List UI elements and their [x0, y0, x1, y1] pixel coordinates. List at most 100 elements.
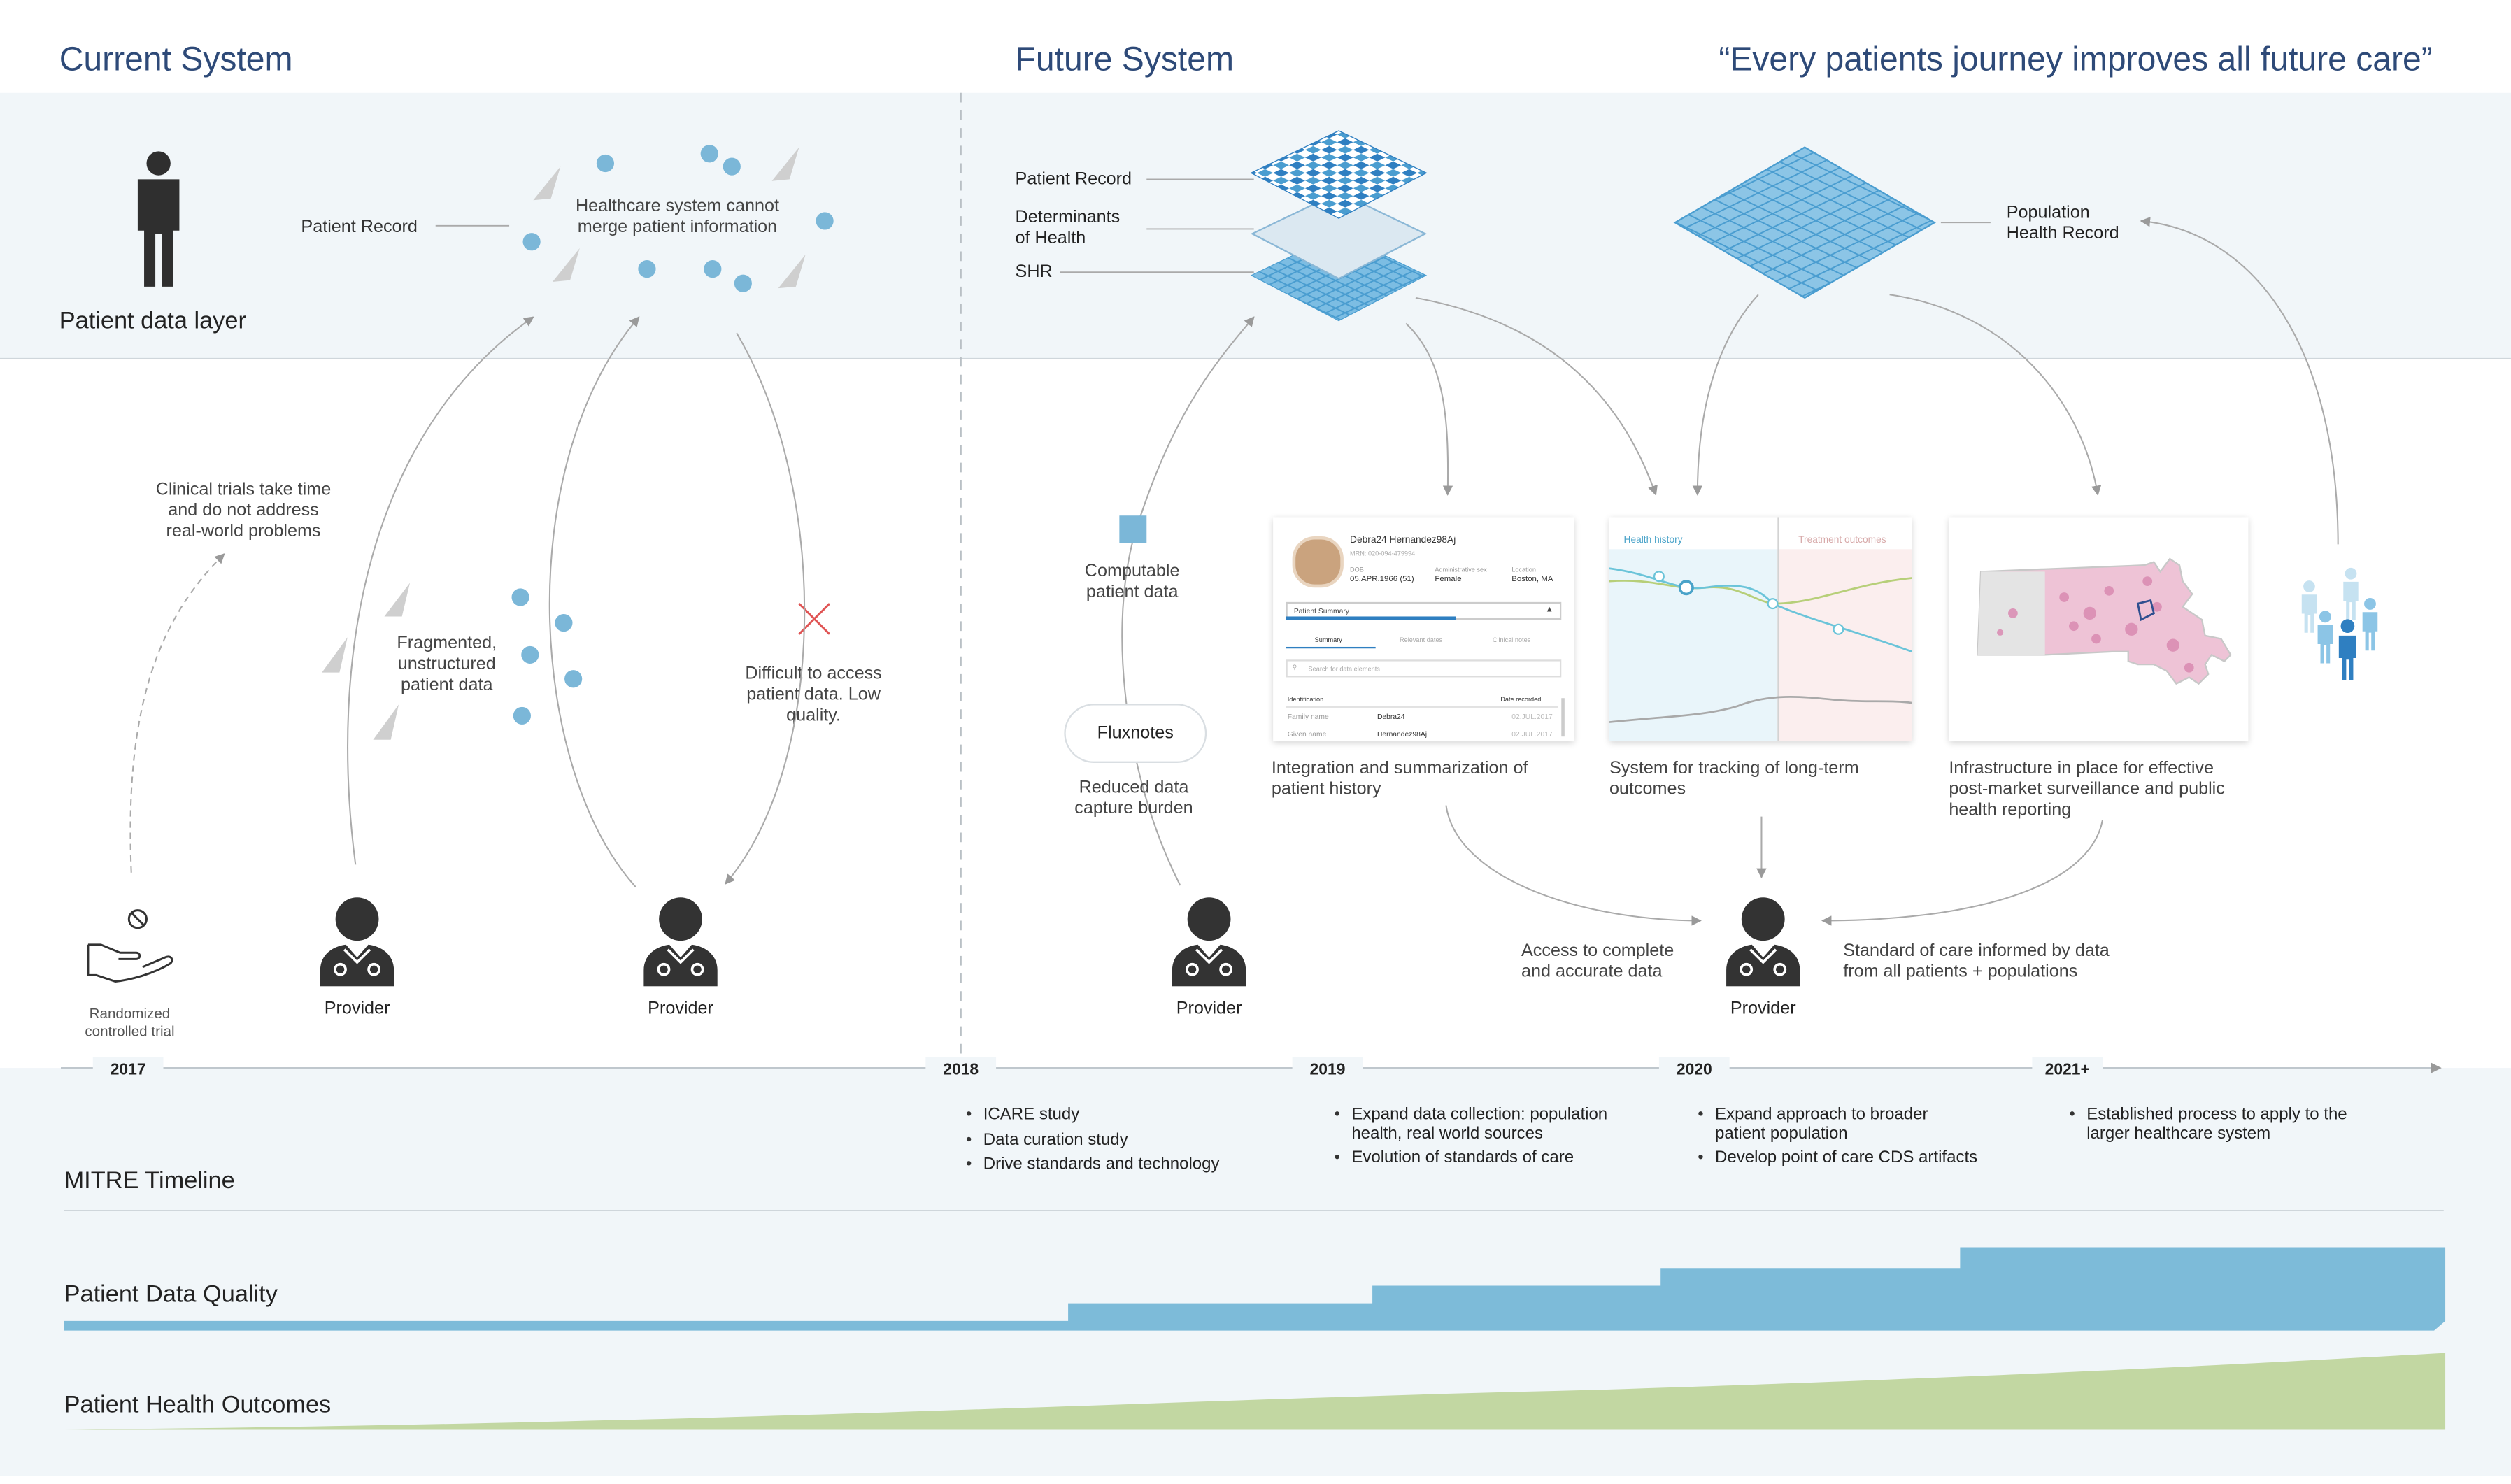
- column-identification: Identification: [1287, 694, 1324, 704]
- fragmented-note-line1: Fragmented,: [397, 633, 497, 652]
- timeline-bullet-text: patient population: [1715, 1124, 1848, 1143]
- timeline-bullet-text: ICARE study: [983, 1104, 1079, 1123]
- patient-mrn: MRN: 020-094-479994: [1350, 549, 1416, 557]
- patient-name: Debra24 Hernandez98Aj: [1350, 536, 1456, 546]
- population-record-line1: Population: [2007, 202, 2090, 222]
- rct-label-line1: Randomized: [90, 1006, 171, 1022]
- timeline-bullet-text: Expand approach to broader: [1715, 1104, 1928, 1123]
- tracking-caption-line2: outcomes: [1609, 779, 1686, 799]
- state-map: [1977, 557, 2232, 685]
- patient-icon: [137, 151, 180, 287]
- sex-label: Administrative sex: [1435, 565, 1487, 573]
- provider-icon: [1171, 897, 1248, 987]
- search-placeholder: Search for data elements: [1308, 664, 1380, 673]
- bullet-dot: [1698, 1111, 1703, 1116]
- timeline-bullet-text: larger healthcare system: [2086, 1124, 2270, 1143]
- provider-label: Provider: [325, 998, 390, 1018]
- standard-note-line1: Standard of care informed by data: [1843, 941, 2110, 960]
- timeline-year-label: 2020: [1677, 1060, 1712, 1078]
- location-label: Location: [1511, 565, 1536, 573]
- row-field: Given name: [1287, 730, 1327, 739]
- current-flow-arrows: [347, 316, 806, 888]
- tab-summary[interactable]: Summary: [1314, 635, 1342, 644]
- computable-data-square: [1119, 515, 1147, 543]
- provider-label: Provider: [1176, 998, 1242, 1018]
- mitre-timeline-label: MITRE Timeline: [64, 1167, 235, 1194]
- provider-label: Provider: [1730, 998, 1796, 1018]
- provider-icon: [319, 897, 396, 987]
- provider-icon: [642, 897, 719, 987]
- column-date-recorded: Date recorded: [1500, 694, 1542, 704]
- bullet-dot: [1335, 1154, 1339, 1160]
- rct-dashed-arrow: [129, 553, 225, 873]
- timeline-bullet-text: Develop point of care CDS artifacts: [1715, 1148, 1977, 1166]
- bullet-dot: [2070, 1111, 2075, 1116]
- chevron-down-icon: ▲: [1545, 605, 1553, 615]
- timeline-bullet-text: Evolution of standards of care: [1351, 1148, 1574, 1166]
- surveillance-map-card: [1949, 517, 2249, 742]
- timeline-bullet-text: Drive standards and technology: [983, 1154, 1220, 1173]
- clinical-trials-note-line2: and do not address: [168, 500, 319, 520]
- outcome-curves: [1609, 567, 1912, 723]
- bullet-dot: [966, 1111, 972, 1116]
- layer-label-shr: SHR: [1016, 262, 1053, 281]
- infrastructure-caption-line1: Infrastructure in place for effective: [1949, 758, 2214, 778]
- timeline-year-label: 2018: [943, 1060, 979, 1078]
- access-note-line2: and accurate data: [1521, 962, 1663, 981]
- location-value: Boston, MA: [1511, 574, 1553, 585]
- timeline-bullet-text: Established process to apply to the: [2086, 1104, 2347, 1123]
- data-search-input[interactable]: ⚲ Search for data elements: [1286, 659, 1562, 678]
- provider-icon: [1725, 897, 1802, 987]
- fluxnotes-label: Fluxnotes: [1097, 722, 1174, 742]
- vision-quote: “Every patients journey improves all fut…: [1719, 41, 2432, 78]
- layer-label-patient-record: Patient Record: [1016, 169, 1132, 188]
- fragmented-note-line3: patient data: [401, 675, 493, 694]
- standard-note-line2: from all patients + populations: [1843, 962, 2077, 981]
- patient-summary-card: Debra24 Hernandez98Aj MRN: 020-094-47999…: [1273, 517, 1574, 742]
- tab-clinical-notes[interactable]: Clinical notes: [1492, 635, 1531, 644]
- provider-label: Provider: [648, 998, 713, 1018]
- treatment-outcomes-label: Treatment outcomes: [1798, 536, 1886, 546]
- rct-label-line2: controlled trial: [85, 1023, 174, 1039]
- current-system-title: Current System: [59, 41, 293, 78]
- fragmented-note-line2: unstructured: [398, 654, 496, 673]
- population-people-icon: [2301, 567, 2378, 681]
- population-health-record-plane: [1673, 146, 1936, 299]
- patient-health-outcomes-label: Patient Health Outcomes: [64, 1391, 332, 1418]
- rct-hand-icon: [87, 909, 173, 983]
- access-note-line1: Access to complete: [1521, 941, 1674, 960]
- patient-health-outcomes-area: [64, 1353, 2446, 1430]
- scattered-records-cluster: [522, 145, 834, 292]
- integration-caption-line1: Integration and summarization of: [1272, 758, 1529, 778]
- row-date: 02.JUL.2017: [1511, 730, 1553, 739]
- patient-record-label: Patient Record: [301, 217, 418, 236]
- tracking-caption-line1: System for tracking of long-term: [1609, 758, 1859, 778]
- layer-label-determinants: Determinants: [1016, 207, 1121, 227]
- outcome-tracking-card: Health history Treatment outcomes: [1609, 517, 1912, 742]
- merge-note-line1: Healthcare system cannot: [576, 196, 779, 215]
- timeline-year-label: 2021+: [2045, 1060, 2090, 1078]
- integration-caption-line2: patient history: [1272, 779, 1381, 799]
- bullet-dot: [1335, 1111, 1339, 1116]
- infrastructure-caption-line2: post-market surveillance and public: [1949, 779, 2225, 799]
- search-icon: ⚲: [1292, 662, 1297, 671]
- fluxnotes-button[interactable]: Fluxnotes: [1064, 704, 1207, 763]
- timeline-bullet-text: health, real world sources: [1351, 1124, 1543, 1143]
- row-date: 02.JUL.2017: [1511, 712, 1553, 721]
- dob-value: 05.APR.1966 (51): [1350, 574, 1414, 585]
- bullet-dot: [1698, 1154, 1703, 1160]
- tab-relevant-dates[interactable]: Relevant dates: [1400, 635, 1443, 644]
- timeline-bullet-text: Data curation study: [983, 1130, 1128, 1149]
- future-system-title: Future System: [1016, 41, 1235, 78]
- patient-avatar: [1292, 536, 1344, 588]
- sex-value: Female: [1435, 574, 1462, 585]
- future-flow-arrows: [1121, 217, 2339, 926]
- population-record-line2: Health Record: [2007, 223, 2119, 243]
- computable-line1: Computable: [1085, 561, 1180, 580]
- infrastructure-caption-line3: health reporting: [1949, 799, 2071, 819]
- difficult-note-line1: Difficult to access: [745, 664, 881, 683]
- dob-label: DOB: [1350, 565, 1364, 573]
- bullet-dot: [966, 1136, 972, 1142]
- patient-data-quality-label: Patient Data Quality: [64, 1280, 278, 1307]
- difficult-note-line2: patient data. Low: [746, 685, 881, 704]
